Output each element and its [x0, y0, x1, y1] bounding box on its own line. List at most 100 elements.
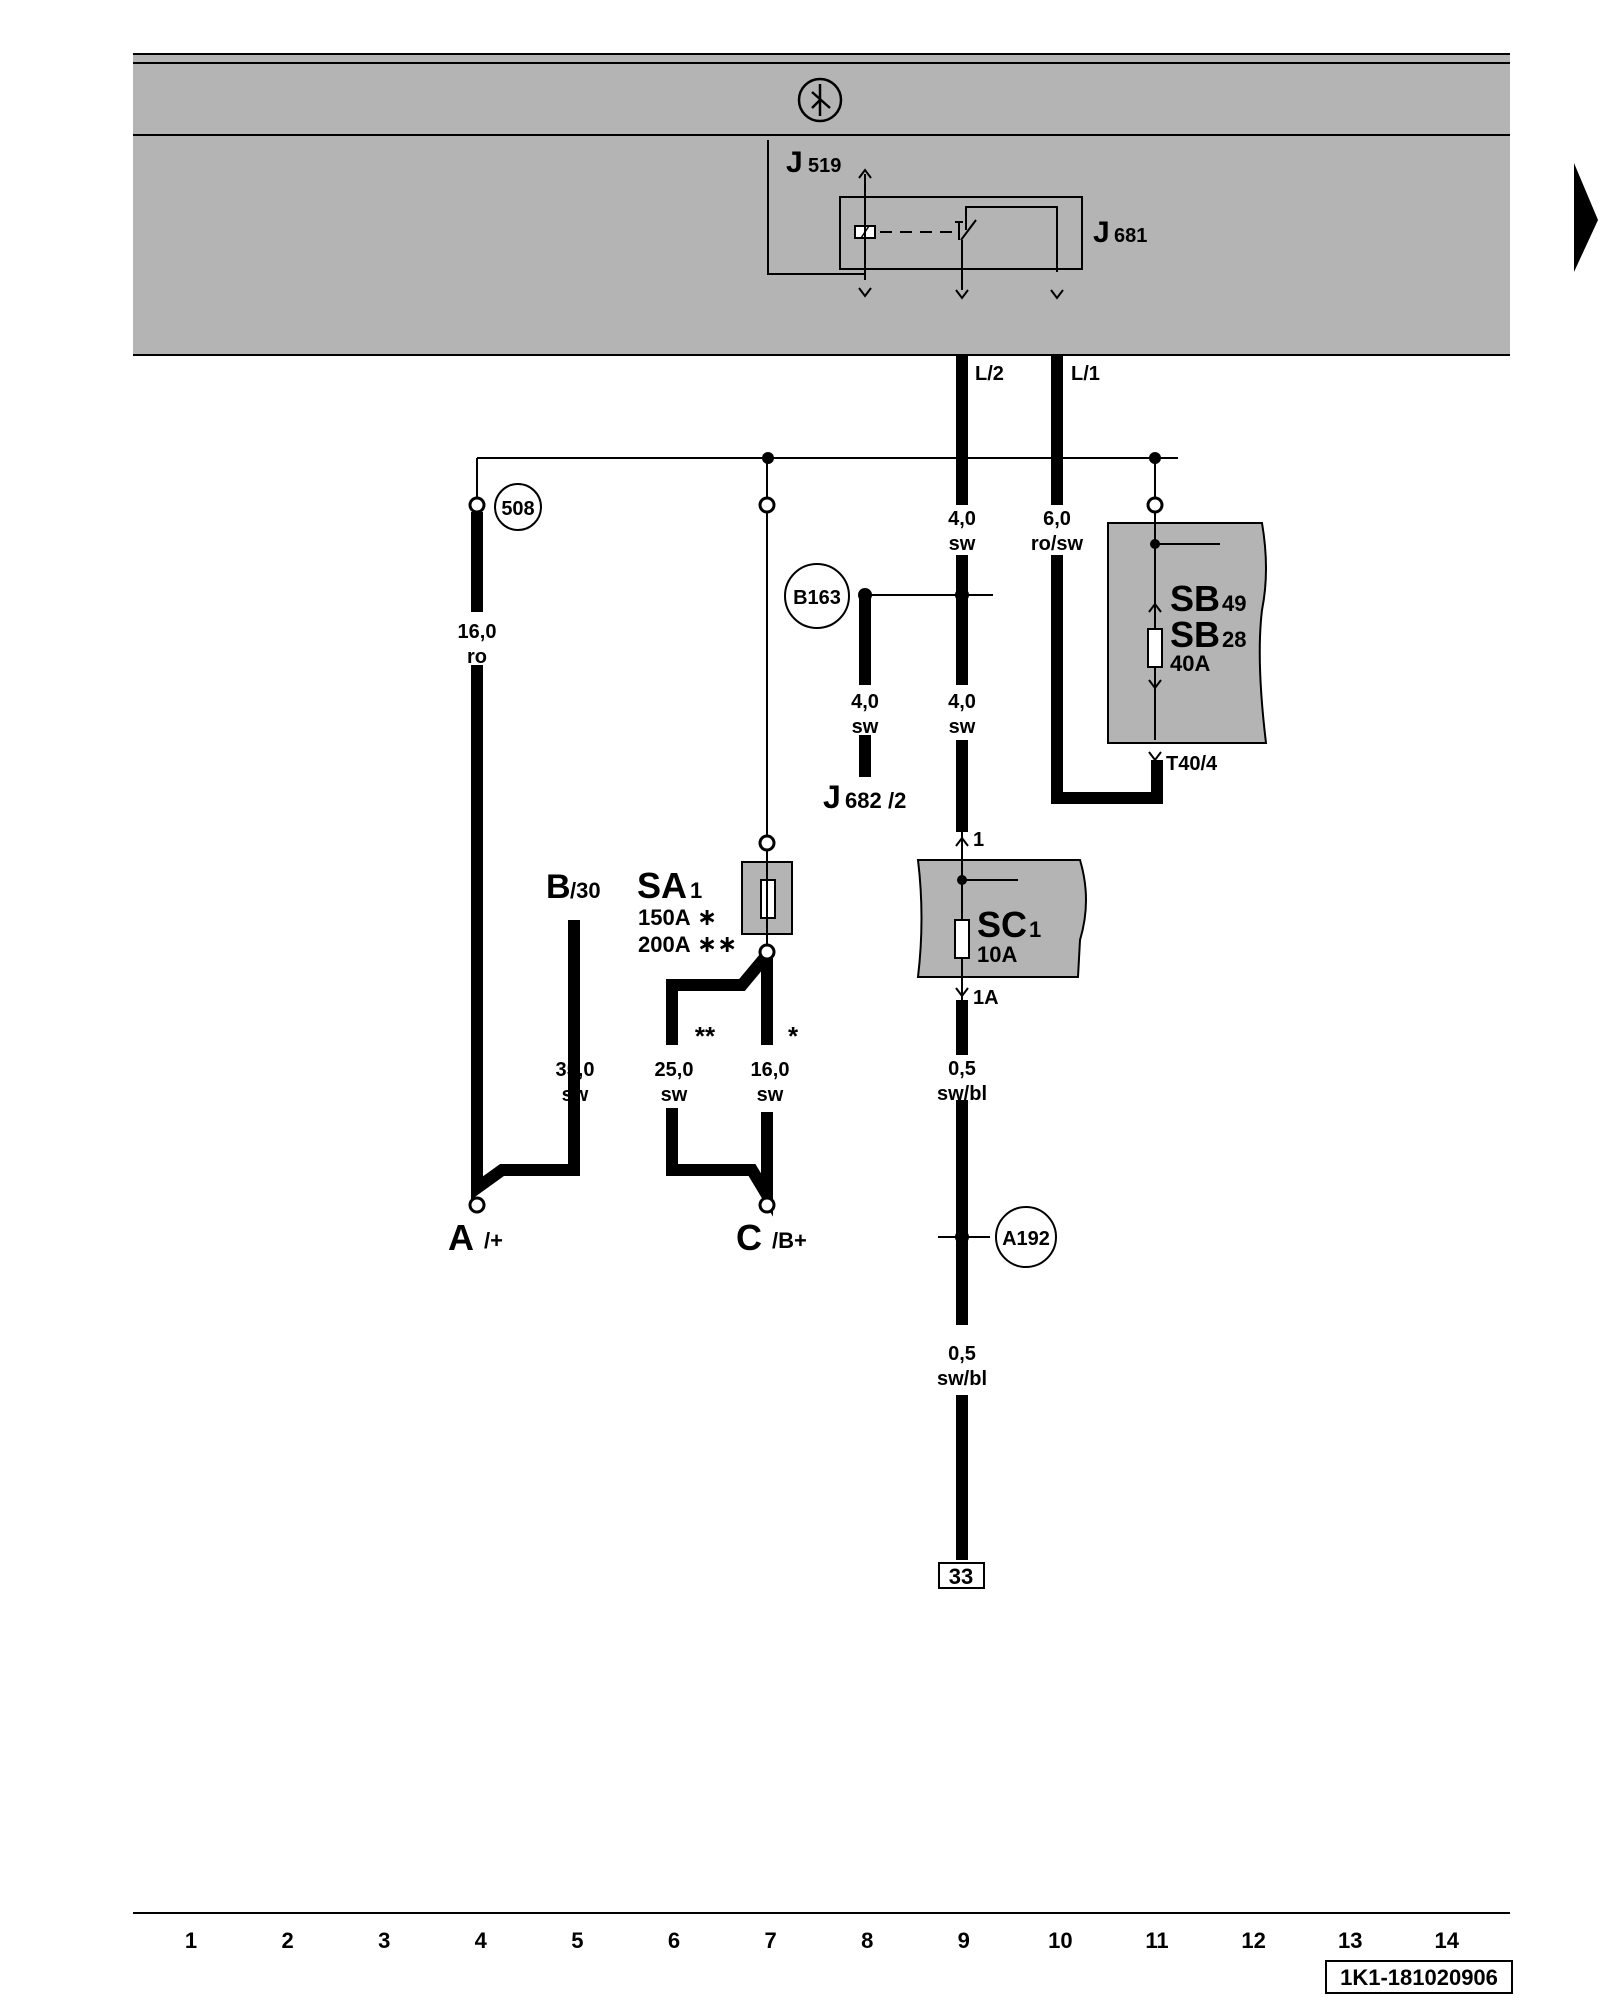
j519-label: J 519: [786, 146, 841, 179]
connector-letter: C: [736, 1217, 762, 1258]
column-number: 2: [281, 1928, 293, 1953]
column-number: 13: [1338, 1928, 1362, 1953]
wire-color: sw: [949, 716, 976, 738]
column-number: 5: [571, 1928, 583, 1953]
wire-size: 4,0: [948, 508, 976, 530]
wire-color: sw/bl: [937, 1083, 987, 1105]
column-number: 14: [1435, 1928, 1460, 1953]
fuse-sa1: SA 1 150A ∗ 200A ∗∗: [637, 850, 793, 958]
wire-color: ro/sw: [1031, 533, 1084, 555]
sc1-rating: 10A: [977, 942, 1017, 967]
sc1-in-pin: 1: [973, 829, 984, 851]
wire-size: 16,0: [458, 621, 497, 643]
wire-column-8: [858, 588, 993, 777]
connector-b30: B /30: [546, 868, 601, 906]
j681-sub: 681: [1114, 225, 1147, 247]
wire-color: ro: [467, 646, 487, 668]
sb28-sub: 28: [1222, 627, 1246, 652]
wire-label-8: 4,0 sw: [851, 691, 879, 738]
sa1-rating2: 200A: [638, 932, 691, 957]
sb49-letters: SB: [1170, 578, 1220, 619]
column-number: 9: [958, 1928, 970, 1953]
j681-letter: J: [1093, 216, 1110, 249]
sa1-rating1: 150A: [638, 905, 691, 930]
column-number: 1: [185, 1928, 197, 1953]
column-number: 7: [764, 1928, 776, 1953]
wire-label-10: 6,0 ro/sw: [1031, 508, 1084, 555]
sa1-letters: SA: [637, 865, 687, 906]
terminal-c-bplus: [758, 1196, 776, 1214]
wire-color: sw: [852, 716, 879, 738]
sa1-mark2: ∗∗: [697, 931, 737, 958]
connector-c-bplus: C /B+: [736, 1217, 807, 1258]
wire-label-9a: 4,0 sw: [948, 508, 976, 555]
column-number: 6: [668, 1928, 680, 1953]
wire-size: 0,5: [948, 1058, 976, 1080]
wire-column-7: [666, 458, 773, 1217]
column-number: 3: [378, 1928, 390, 1953]
wire-label-7: * 16,0 sw: [751, 1021, 799, 1106]
sc1-letters: SC: [977, 904, 1027, 945]
junction-dot: [858, 588, 872, 602]
page-reference-label: 33: [949, 1564, 973, 1589]
terminal-t40-4: T40/4: [1166, 753, 1218, 775]
bubble-508-label: 508: [501, 498, 534, 520]
sb28-letters: SB: [1170, 614, 1220, 655]
connector-letter: J: [823, 779, 841, 815]
connector-pin: /B+: [772, 1228, 807, 1253]
wire-column-10: [1051, 355, 1163, 804]
column-number: 8: [861, 1928, 873, 1953]
ground-symbol-icon: [797, 77, 843, 123]
wire-label-4: 16,0 ro: [458, 621, 497, 668]
terminal-sa1-in: [758, 834, 776, 852]
document-id: 1K1-181020906: [1340, 1965, 1498, 1990]
column-number: 12: [1241, 1928, 1265, 1953]
wire-color: sw: [949, 533, 976, 555]
next-page-arrow-icon: [1574, 163, 1598, 272]
wire-size: 16,0: [751, 1059, 790, 1081]
j519-sub: 519: [808, 155, 841, 177]
connector-pin: /+: [484, 1228, 503, 1253]
terminal-508: [468, 496, 486, 514]
junction-dot: [955, 588, 969, 602]
j681-relay: J 681: [767, 140, 1147, 300]
control-unit-panel: [133, 53, 1510, 356]
fuse-holder-sb: SB 49 SB 28 40A T40/4: [1107, 512, 1268, 775]
wire-color: sw/bl: [937, 1368, 987, 1390]
terminal-sa1-top: [758, 496, 776, 514]
connector-a-plus: A /+: [448, 1217, 503, 1258]
wire-size: 0,5: [948, 1343, 976, 1365]
sb49-sub: 49: [1222, 591, 1246, 616]
wire-color: sw: [757, 1084, 784, 1106]
connector-sub: 682: [845, 788, 882, 813]
terminal-sa1-out: [758, 943, 776, 961]
terminal-sb-top: [1146, 496, 1164, 514]
wire-color: sw: [661, 1084, 688, 1106]
fuse-holder-sc: 1 1A SC 1 10A: [916, 829, 1087, 1009]
column-number: 4: [475, 1928, 488, 1953]
wire-label-9d: 0,5 sw/bl: [937, 1343, 987, 1390]
wire-note: **: [695, 1021, 716, 1051]
document-id-box: 1K1-181020906: [1325, 1960, 1513, 1994]
terminal-l2-label: L/2: [975, 363, 1004, 385]
column-number: 10: [1048, 1928, 1072, 1953]
connector-letter: A: [448, 1217, 474, 1258]
wire-label-9b: 4,0 sw: [948, 691, 976, 738]
bubble-b163-label: B163: [793, 587, 841, 609]
page-reference-33: 33: [938, 1562, 985, 1589]
connector-pin: /2: [888, 788, 906, 813]
connector-letter: B: [546, 868, 571, 906]
sc1-out-pin: 1A: [973, 987, 999, 1009]
terminal-l1-label: L/1: [1071, 363, 1100, 385]
sa1-sub: 1: [690, 878, 702, 903]
connector-pin: /30: [570, 878, 601, 903]
column-number: 11: [1145, 1928, 1168, 1953]
connection-a192-bubble: A192: [938, 1206, 1057, 1268]
connector-j682: J 682 /2: [823, 779, 906, 815]
wire-size: 25,0: [655, 1059, 694, 1081]
wire-size: 4,0: [851, 691, 879, 713]
wire-label-9c: 0,5 sw/bl: [937, 1058, 987, 1105]
j519-letter: J: [786, 146, 803, 179]
wire-size: 4,0: [948, 691, 976, 713]
